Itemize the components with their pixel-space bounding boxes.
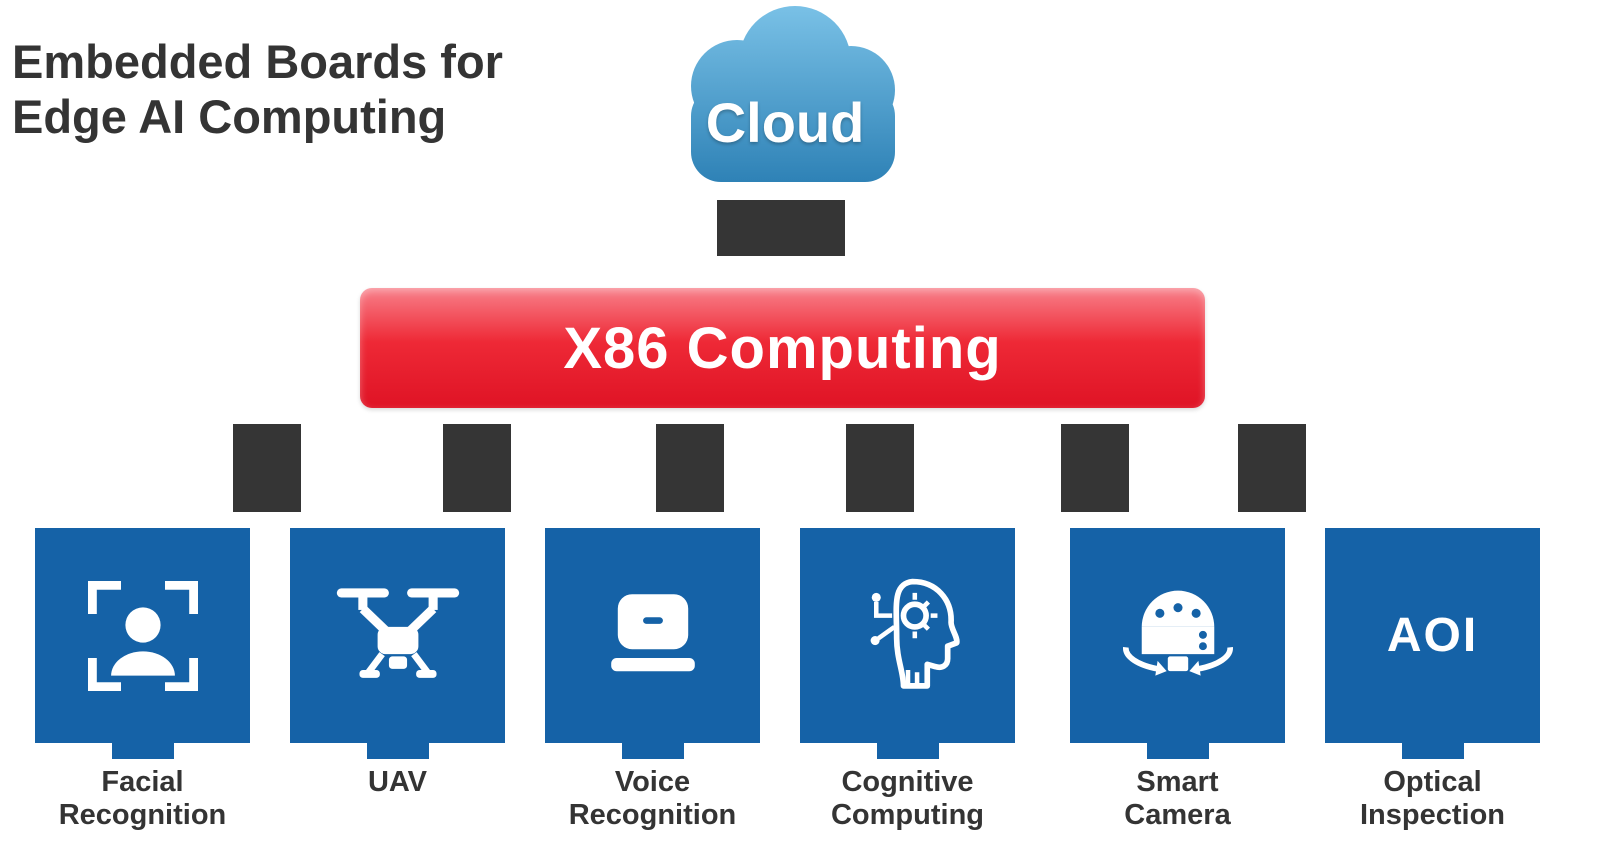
banner-label: X86 Computing	[563, 315, 1002, 381]
app-box-uav	[290, 528, 505, 743]
diagram-title-line1: Embedded Boards for	[12, 35, 503, 88]
facial-recognition-icon	[87, 580, 198, 691]
connector-bar	[846, 424, 914, 512]
app-label-facial-recognition: Facial Recognition	[58, 766, 227, 832]
cloud-banner-connector	[717, 200, 845, 256]
connector-bar	[1061, 424, 1129, 512]
robot-camera-icon	[1122, 590, 1233, 676]
connector-bar	[443, 424, 511, 512]
cloud-label: Cloud	[705, 91, 865, 154]
x86-computing-banner: X86 Computing	[360, 288, 1205, 408]
app-label-voice-recognition: Voice Recognition	[568, 766, 737, 832]
diagram-title: Embedded Boards for Edge AI Computing	[12, 34, 503, 145]
app-box-cognitive-computing	[800, 528, 1015, 743]
smart-speaker-icon	[610, 593, 695, 671]
connector-bar	[656, 424, 724, 512]
app-box-voice-recognition	[545, 528, 760, 743]
cloud-node: Cloud	[645, 0, 925, 190]
app-label-cognitive-computing: Cognitive Computing	[830, 766, 984, 832]
aoi-icon: AOI	[1386, 609, 1479, 662]
app-label-optical-inspection: Optical Inspection	[1359, 766, 1505, 832]
app-box-optical-inspection: AOI	[1325, 528, 1540, 743]
app-box-smart-camera	[1070, 528, 1285, 743]
drone-icon	[336, 587, 459, 678]
app-label-uav: UAV	[367, 766, 428, 798]
app-box-facial-recognition	[35, 528, 250, 743]
connector-bar	[233, 424, 301, 512]
cloud-icon	[691, 6, 895, 182]
ai-head-icon	[870, 578, 960, 689]
connector-bar	[1238, 424, 1306, 512]
diagram-title-line2: Edge AI Computing	[12, 90, 447, 144]
app-label-smart-camera: Smart Camera	[1124, 766, 1231, 832]
